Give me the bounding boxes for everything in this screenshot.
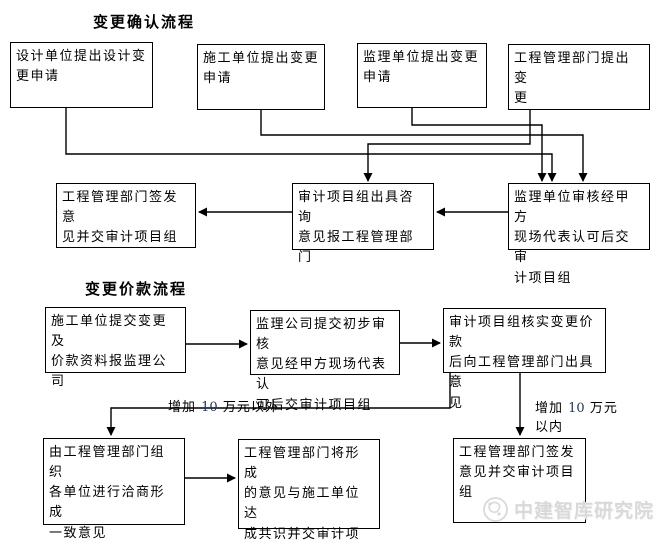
label-under-suffix: 万元 以内	[535, 401, 618, 435]
node-audit-verify-price: 审计项目组核实变更价款 后向工程管理部门出具意 见	[443, 308, 606, 411]
edge-design-to-review	[65, 108, 557, 182]
node-engineering-consensus: 工程管理部门将形成 的意见与施工单位达 成共识并交审计项目 组	[238, 439, 380, 542]
label-under-100k: 增加 10 万元 以内	[535, 382, 627, 435]
node-audit-group-advice: 审计项目组出具咨询 意见报工程管理部门	[292, 183, 434, 265]
node-supervision-review: 监理单位审核经甲方 现场代表认可后交审 计项目组	[508, 183, 650, 286]
label-under-prefix: 增加	[535, 401, 569, 416]
node-engineering-sign-issue-2: 工程管理部门签发 意见并交审计项目 组	[453, 438, 586, 523]
edge-engineering-to-audit	[363, 110, 531, 182]
label-over-100k: 增加 10 万元以外	[168, 381, 298, 415]
node-engineering-sign-issue: 工程管理部门签发意 见并交审计项目组	[56, 183, 196, 248]
node-supervision-unit-request: 监理单位提出变更 申请	[357, 43, 487, 108]
label-over-suffix: 万元以外	[217, 400, 279, 415]
node-engineering-dept-request: 工程管理部门提出变 更	[508, 44, 650, 110]
edge-supervision-to-review	[411, 108, 547, 182]
node-engineering-negotiate: 由工程管理部门组织 各单位进行洽商形成 一致意见	[43, 438, 185, 541]
watermark: 中建智库研究院	[482, 496, 654, 523]
node-construction-unit-request: 施工单位提出变更 申请	[197, 44, 325, 110]
label-over-prefix: 增加	[168, 400, 202, 415]
label-over-number: 10	[201, 400, 218, 415]
label-under-number: 10	[568, 401, 585, 416]
edge-construction-to-review	[260, 110, 588, 182]
flow2-title: 变更价款流程	[85, 280, 188, 298]
node-supervision-preliminary-review: 监理公司提交初步审核 意见经甲方现场代表认 可后交审计项目组	[250, 310, 400, 413]
flow1-title: 变更确认流程	[93, 13, 196, 31]
cctt-logo-icon	[483, 497, 508, 522]
node-design-unit-request: 设计单位提出设计变 更申请	[10, 42, 153, 108]
node-construction-submit-price: 施工单位提交变更及 价款资料报监理公司	[45, 307, 186, 389]
watermark-text: 中建智库研究院	[514, 500, 655, 522]
